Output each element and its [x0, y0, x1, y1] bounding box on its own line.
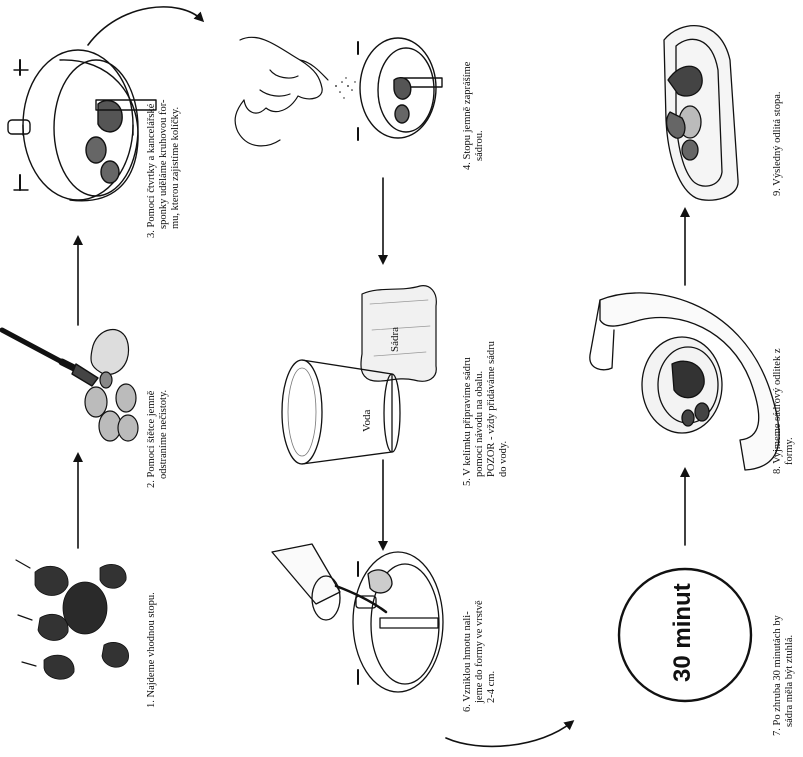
caption-line: 2-4 cm.	[486, 600, 498, 712]
arrow-step6-to-7	[446, 722, 572, 746]
step-6-caption: 6. Vzniklou hmotu nali- jeme do formy ve…	[462, 600, 498, 712]
step-number: 9.	[772, 188, 783, 196]
step-number: 4.	[462, 162, 473, 170]
step-4-caption: 4. Stopu jemně zaprášíme sádrou.	[462, 62, 486, 170]
step-number: 1.	[146, 700, 157, 708]
caption-line: Stopu jemně zaprášíme	[462, 62, 473, 160]
plaster-bag-icon: Sádra	[361, 286, 436, 382]
step-8-caption: 8. Vyjmeme sádrový odlitek z formy.	[772, 349, 796, 475]
caption-line: POZOR - vždy přidáváme sádru	[486, 341, 498, 486]
step-number: 2.	[146, 480, 157, 488]
caption-line: Po zhruba 30 minutách by	[772, 615, 783, 725]
brush-icon	[2, 330, 98, 386]
caption-line: jeme do formy ve vrstvě	[474, 600, 486, 712]
step-3-caption: 3. Pomocí čtvrtky a kancelářské sponky u…	[146, 99, 182, 238]
step-5-caption: 5. V kelímku připravíme sádru pomocí náv…	[462, 341, 510, 486]
paw-print-icon	[16, 560, 129, 679]
bag-label: Sádra	[389, 327, 401, 352]
caption-line: mu, kterou zajistíme kolíčky.	[170, 99, 182, 238]
step-number: 7.	[772, 728, 783, 736]
caption-line: Pomocí štětce jemně	[146, 391, 157, 478]
step-number: 8.	[772, 466, 783, 474]
hand-dusting-icon	[235, 37, 356, 146]
caption-line: V kelímku připravíme sádru	[462, 357, 473, 476]
caption-line: do vody.	[498, 341, 510, 486]
caption-line: Pomocí čtvrtky a kancelářské	[146, 104, 157, 228]
caption-line: formy.	[784, 349, 796, 475]
caption-line: pomocí návodu na obalu.	[474, 341, 486, 486]
step-9-caption: 9. Výsledný odlitá stopa.	[772, 91, 784, 196]
step-number: 6.	[462, 704, 473, 712]
caption-line: Vzniklou hmotu nali-	[462, 611, 473, 701]
final-cast-icon	[664, 26, 738, 201]
ring-form-small-icon	[358, 38, 442, 140]
pouring-form-icon	[272, 544, 443, 692]
timer-label: 30 minut	[669, 583, 697, 682]
caption-line: Vyjmeme sádrový odlitek z	[772, 349, 783, 464]
step-number: 5.	[462, 478, 473, 486]
paperclip-icon	[8, 120, 30, 134]
arrow-step3-to-4	[88, 7, 202, 45]
caption-line: sádrou.	[474, 62, 486, 170]
cast-removal-icon	[590, 293, 779, 470]
caption-line: odstraníme nečistoty.	[158, 390, 170, 488]
caption-line: sádra měla být ztuhlá.	[784, 615, 796, 736]
step-1-caption: 1. Najdeme vhodnou stopu.	[146, 592, 158, 708]
step-number: 3.	[146, 230, 157, 238]
step-7-caption: 7. Po zhruba 30 minutách by sádra měla b…	[772, 615, 796, 736]
caption-line: Najdeme vhodnou stopu.	[146, 592, 157, 697]
caption-line: sponky uděláme kruhovou for-	[158, 99, 170, 238]
cup-label: Voda	[361, 409, 373, 432]
step-2-caption: 2. Pomocí štětce jemně odstraníme nečist…	[146, 390, 170, 488]
ring-form-icon	[8, 50, 156, 201]
caption-line: Výsledný odlitá stopa.	[772, 91, 783, 185]
